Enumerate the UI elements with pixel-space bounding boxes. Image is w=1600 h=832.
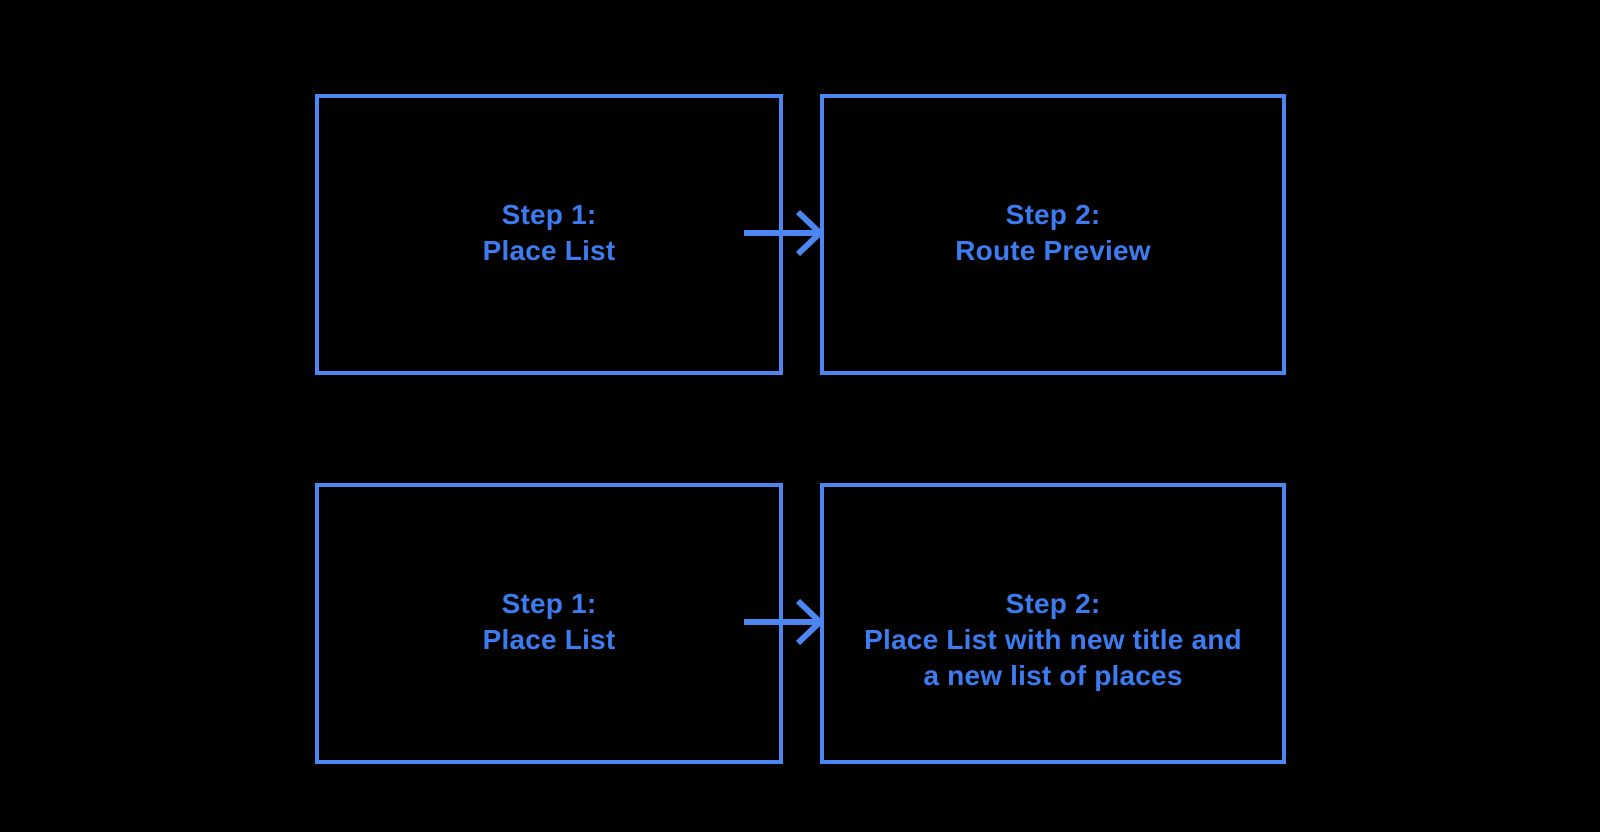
flow-node-row1-step2: Step 2: Route Preview <box>820 94 1286 375</box>
flow-node-row2-step1: Step 1: Place List <box>315 483 783 764</box>
label-line: Route Preview <box>955 235 1151 266</box>
label-line: Step 2: <box>1005 199 1101 230</box>
arrow-right-icon <box>744 209 825 257</box>
flow-node-label: Step 1: Place List <box>319 586 779 658</box>
arrow-right-icon <box>744 598 825 646</box>
label-line: Place List <box>482 235 616 266</box>
label-line: Step 1: <box>501 199 597 230</box>
label-line: Step 1: <box>501 588 597 619</box>
label-line: a new list of places <box>923 660 1183 691</box>
flow-node-row1-step1: Step 1: Place List <box>315 94 783 375</box>
label-line: Place List <box>482 624 616 655</box>
flow-node-label: Step 2: Place List with new title and a … <box>824 586 1282 694</box>
flow-node-label: Step 2: Route Preview <box>824 197 1282 269</box>
label-line: Step 2: <box>1005 588 1101 619</box>
flow-node-row2-step2: Step 2: Place List with new title and a … <box>820 483 1286 764</box>
flow-node-label: Step 1: Place List <box>319 197 779 269</box>
label-line: Place List with new title and <box>864 624 1242 655</box>
